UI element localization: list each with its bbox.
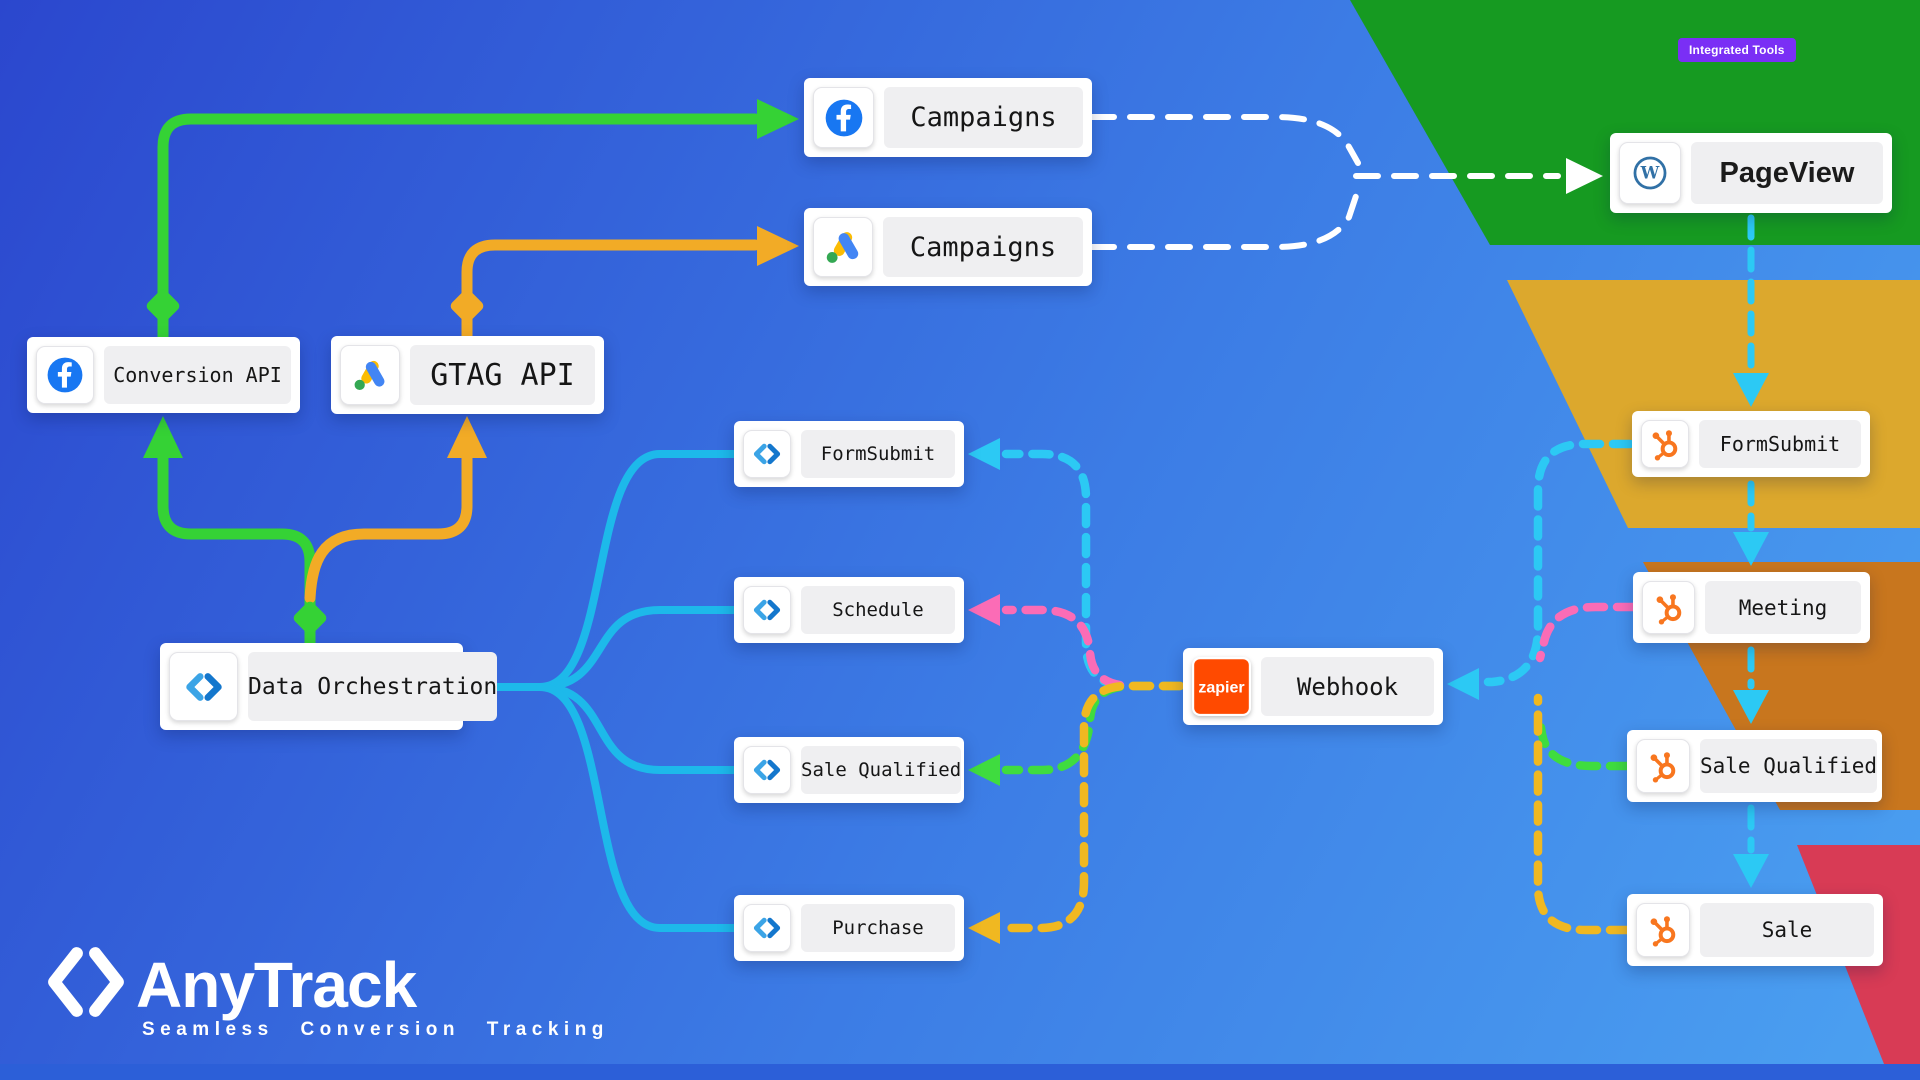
node-facebook-campaigns: Campaigns xyxy=(804,78,1092,157)
node-label: Data Orchestration xyxy=(248,652,498,721)
arrow-left-at-purchase xyxy=(968,912,1000,944)
anytrack-icon xyxy=(743,746,791,794)
node-label: Sale Qualified xyxy=(801,746,962,794)
arrow-left-at-formsubmit xyxy=(968,438,1000,470)
hubspot-icon xyxy=(1636,739,1690,793)
node-anytrack-purchase: Purchase xyxy=(734,895,964,961)
wire-do-to-gtag-api xyxy=(304,452,473,604)
node-label: FormSubmit xyxy=(1699,420,1861,468)
wire-do-to-schedule xyxy=(536,606,738,691)
facebook-icon xyxy=(36,346,94,404)
wire-webhook-to-at-purchase xyxy=(1001,681,1185,933)
node-gtag-api: GTAG API xyxy=(331,336,604,414)
wire-hs-sale-qualified-to-webhook xyxy=(1534,711,1632,771)
wire-fb-campaigns-to-junction xyxy=(1089,114,1361,166)
node-pageview: W PageView xyxy=(1610,133,1892,213)
node-anytrack-formsubmit: FormSubmit xyxy=(734,421,964,487)
anytrack-icon xyxy=(743,586,791,634)
arrow-up-conversion-api xyxy=(143,416,183,458)
node-label: Conversion API xyxy=(104,346,291,404)
node-label: Campaigns xyxy=(884,87,1083,148)
wordpress-icon: W xyxy=(1619,142,1681,204)
node-hubspot-formsubmit: FormSubmit xyxy=(1632,411,1870,477)
diamond-gtag-api xyxy=(450,289,484,323)
wire-do-to-formsubmit xyxy=(536,450,738,691)
node-label: Sale Qualified xyxy=(1700,739,1878,793)
node-webhook: zapier Webhook xyxy=(1183,648,1443,725)
node-label: Campaigns xyxy=(883,217,1083,277)
arrow-right-google-campaigns xyxy=(757,226,799,266)
arrow-left-at-sale-qualified xyxy=(968,754,1000,786)
hubspot-icon xyxy=(1642,581,1695,634)
arrow-left-at-schedule xyxy=(968,594,1000,626)
hubspot-icon xyxy=(1636,903,1690,957)
arrow-right-fb-campaigns xyxy=(757,99,799,139)
anytrack-logo: AnyTrack Seamless Conversion Tracking xyxy=(46,946,609,1041)
wire-hs-meeting-to-webhook xyxy=(1535,602,1639,663)
node-data-orchestration: Data Orchestration xyxy=(160,643,498,730)
wire-hs-formsubmit-to-webhook xyxy=(1483,439,1635,687)
google-ads-icon xyxy=(813,217,873,277)
anytrack-icon xyxy=(743,904,791,952)
node-hubspot-sale-qualified: Sale Qualified xyxy=(1627,730,1882,802)
diamond-conversion-api xyxy=(146,289,180,323)
node-conversion-api: Conversion API xyxy=(27,337,300,413)
node-label: PageView xyxy=(1691,142,1883,204)
node-google-campaigns: Campaigns xyxy=(804,208,1092,286)
wire-hs-sale-to-webhook xyxy=(1533,693,1632,935)
brand-name: AnyTrack xyxy=(136,948,417,1021)
arrow-left-webhook xyxy=(1447,668,1479,700)
facebook-icon xyxy=(813,87,874,148)
arrow-down-hs-sale xyxy=(1733,854,1769,888)
node-label: Meeting xyxy=(1705,581,1861,634)
wire-gtag-api-to-google-campaigns xyxy=(461,239,761,346)
node-anytrack-schedule: Schedule xyxy=(734,577,964,643)
wire-conversion-api-to-fb-campaigns xyxy=(157,113,761,346)
brand-tagline: Seamless Conversion Tracking xyxy=(142,1019,609,1040)
diamond-data-orchestration xyxy=(293,601,327,635)
wire-do-to-purchase xyxy=(536,683,738,932)
arrow-down-hs-meeting xyxy=(1733,532,1769,566)
google-ads-icon xyxy=(340,345,400,405)
node-hubspot-sale: Sale xyxy=(1627,894,1883,966)
zapier-icon: zapier xyxy=(1192,657,1251,716)
node-anytrack-sale-qualified: Sale Qualified xyxy=(734,737,964,803)
node-label: Schedule xyxy=(801,586,955,634)
bottom-bar xyxy=(0,1064,1920,1080)
node-label: Sale xyxy=(1700,903,1874,957)
arrow-down-hs-formsubmit xyxy=(1733,373,1769,407)
wire-do-to-sale-qualified xyxy=(536,683,738,774)
node-label: Purchase xyxy=(801,904,955,952)
arrow-down-hs-sale-qualified xyxy=(1733,690,1769,724)
wire-do-to-conversion-api xyxy=(157,452,316,651)
svg-text:zapier: zapier xyxy=(1198,678,1244,696)
anytrack-icon xyxy=(169,652,238,721)
integrated-tools-badge: Integrated Tools xyxy=(1678,38,1796,62)
arrow-right-pageview xyxy=(1566,158,1603,194)
node-label: GTAG API xyxy=(410,345,595,405)
anytrack-chevrons-icon xyxy=(46,946,126,1023)
node-label: Webhook xyxy=(1261,657,1434,716)
node-label: FormSubmit xyxy=(801,430,955,478)
node-hubspot-meeting: Meeting xyxy=(1633,572,1870,643)
hubspot-icon xyxy=(1641,420,1689,468)
wire-google-campaigns-to-junction xyxy=(1089,187,1361,250)
arrow-up-gtag-api xyxy=(447,416,487,458)
svg-text:W: W xyxy=(1640,163,1660,183)
anytrack-icon xyxy=(743,430,791,478)
